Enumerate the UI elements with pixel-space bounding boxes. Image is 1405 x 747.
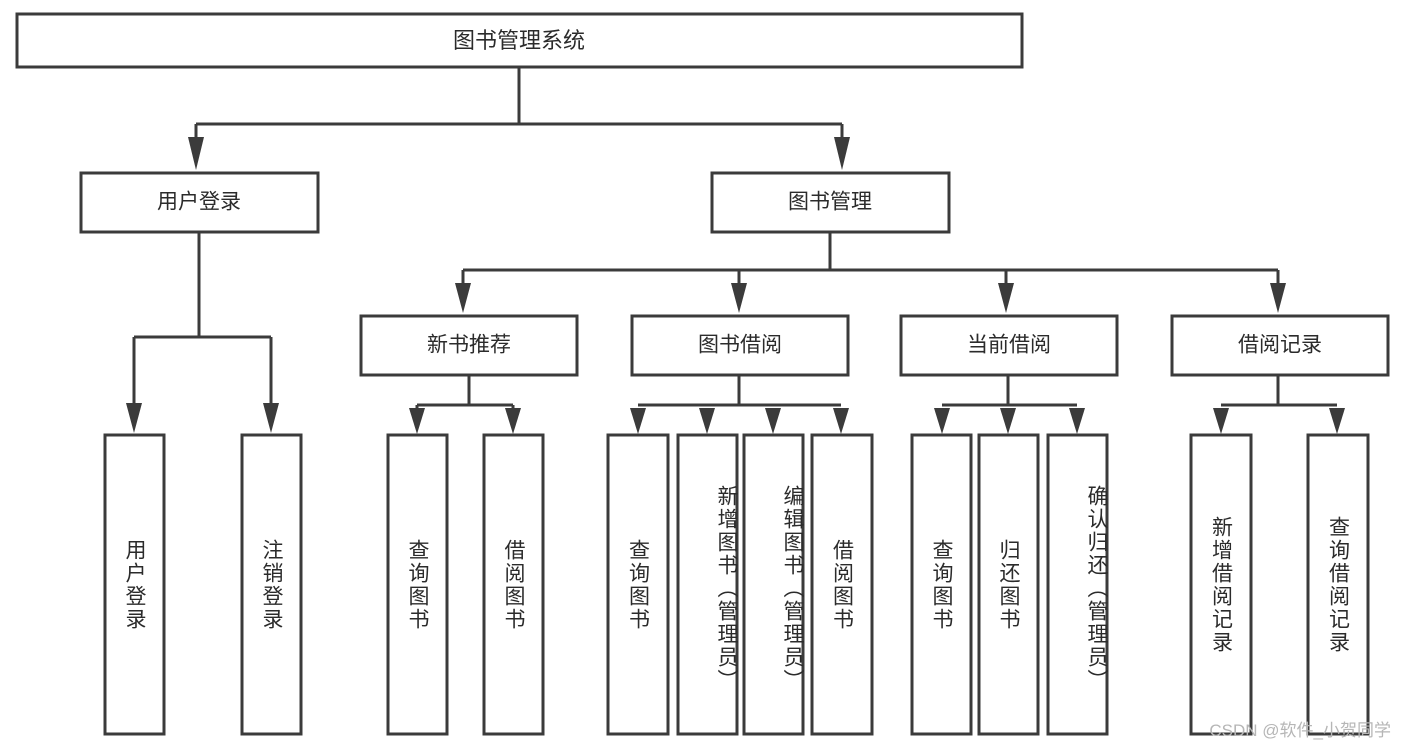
- node-label: 当前借阅: [967, 334, 1051, 357]
- node-label: 用户登录: [157, 191, 241, 214]
- arrow-icon: [505, 408, 521, 434]
- connector-book-borrow-to-leaves: [630, 376, 849, 434]
- arrow-icon: [731, 283, 747, 313]
- connector-user-login-to-leaves: [126, 233, 279, 433]
- arrow-icon: [834, 137, 850, 170]
- watermark-text: CSDN @软件_小贺同学: [1209, 721, 1391, 740]
- leaf-box-logout[interactable]: [240, 433, 303, 736]
- arrow-icon: [1270, 283, 1286, 313]
- leaf-box-confirm-return-admin[interactable]: [1046, 433, 1109, 736]
- connector-book-mgmt-to-level2: [455, 233, 1286, 313]
- node-current-borrow[interactable]: 当前借阅: [899, 314, 1119, 377]
- arrow-icon: [630, 408, 646, 434]
- arrow-icon: [455, 283, 471, 313]
- node-label: 图书管理: [788, 191, 872, 214]
- node-user-login[interactable]: 用户登录: [79, 171, 320, 234]
- arrow-icon: [188, 137, 204, 170]
- arrow-icon: [1329, 408, 1345, 434]
- leaf-box-add-book-admin[interactable]: [676, 433, 739, 736]
- leaf-box-add-borrow-record[interactable]: [1189, 433, 1253, 736]
- leaf-box-user-login[interactable]: [103, 433, 166, 736]
- arrow-icon: [765, 408, 781, 434]
- node-box: [1170, 314, 1390, 377]
- leaf-box-borrow-book-2[interactable]: [810, 433, 874, 736]
- arrow-icon: [409, 408, 425, 434]
- arrow-icon: [1069, 408, 1085, 434]
- arrow-icon: [833, 408, 849, 434]
- arrow-icon: [1213, 408, 1229, 434]
- leaf-box-query-book-2[interactable]: [606, 433, 670, 736]
- arrow-icon: [1000, 408, 1016, 434]
- connector-current-borrow-to-leaves: [934, 376, 1085, 434]
- arrow-icon: [934, 408, 950, 434]
- node-book-borrow[interactable]: 图书借阅: [630, 314, 850, 377]
- leaf-box-return-book[interactable]: [977, 433, 1040, 736]
- leaf-box-borrow-book-1[interactable]: [482, 433, 545, 736]
- node-label: 借阅记录: [1238, 334, 1322, 357]
- connector-new-book-to-leaves: [409, 376, 521, 434]
- connector-borrow-record-to-leaves: [1213, 376, 1345, 434]
- leaf-box-query-book-3[interactable]: [910, 433, 973, 736]
- node-new-book-recommend[interactable]: 新书推荐: [359, 314, 579, 377]
- connector-root-to-level1: [188, 67, 850, 170]
- node-box: [899, 314, 1119, 377]
- node-label: 图书管理系统: [453, 28, 585, 53]
- arrow-icon: [998, 283, 1014, 313]
- node-borrow-record[interactable]: 借阅记录: [1170, 314, 1390, 377]
- node-box: [630, 314, 850, 377]
- node-root-system[interactable]: 图书管理系统: [15, 12, 1024, 69]
- arrow-icon: [699, 408, 715, 434]
- leaf-box-query-book-1[interactable]: [386, 433, 449, 736]
- node-box: [79, 171, 320, 234]
- node-box: [15, 12, 1024, 69]
- node-label: 新书推荐: [427, 334, 511, 357]
- node-box: [710, 171, 951, 234]
- node-label: 图书借阅: [698, 334, 782, 357]
- leaf-box-query-borrow-record[interactable]: [1306, 433, 1370, 736]
- node-box: [359, 314, 579, 377]
- arrow-icon: [126, 403, 142, 433]
- arrow-icon: [263, 403, 279, 433]
- leaf-box-edit-book-admin[interactable]: [742, 433, 805, 736]
- node-book-management[interactable]: 图书管理: [710, 171, 951, 234]
